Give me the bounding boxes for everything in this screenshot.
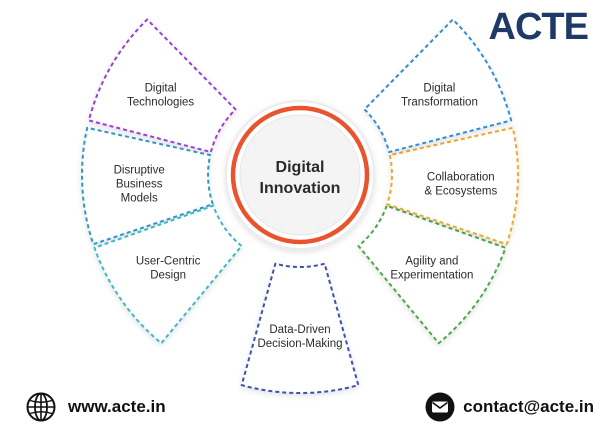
segment-label: Agility and	[405, 255, 458, 267]
segment-label: Experimentation	[390, 269, 473, 281]
globe-icon	[26, 392, 56, 422]
segment-label: Technologies	[127, 97, 194, 109]
segment-label: Digital	[423, 83, 455, 95]
segment-shape	[240, 262, 360, 395]
segment-shape	[87, 18, 237, 153]
email-link[interactable]: contact@acte.in	[463, 397, 594, 416]
segment-label: Models	[121, 192, 158, 204]
segment-label: Design	[150, 269, 186, 281]
segment-label: & Ecosystems	[424, 185, 497, 197]
segment-shape	[363, 18, 513, 153]
center-title-line1: Digital	[276, 159, 325, 176]
envelope-icon	[425, 392, 455, 422]
segment-shape	[81, 126, 214, 246]
acte-logo: ACTE	[488, 6, 589, 48]
center-title-line2: Innovation	[260, 180, 341, 197]
email-contact[interactable]: contact@acte.in	[425, 392, 594, 422]
segment-label: Collaboration	[427, 171, 495, 183]
segment-label: Digital	[145, 83, 177, 95]
segment-label: Business	[116, 178, 163, 190]
segment-collaboration-and-ecosystems: Collaboration & Ecosystems	[386, 126, 519, 246]
segment-label: Data-Driven	[269, 324, 330, 336]
website-contact[interactable]: www.acte.in	[26, 392, 166, 422]
segment-label: Transformation	[401, 97, 478, 109]
segment-shape	[386, 126, 519, 246]
segment-label: Disruptive	[114, 164, 165, 176]
segment-shape	[93, 204, 243, 345]
segment-label: Decision-Making	[257, 338, 342, 350]
center-hub: Digital Innovation	[225, 100, 375, 250]
center-ring	[230, 105, 370, 245]
segment-shape	[357, 204, 507, 345]
segment-label: User-Centric	[136, 255, 201, 267]
website-link[interactable]: www.acte.in	[68, 397, 166, 416]
